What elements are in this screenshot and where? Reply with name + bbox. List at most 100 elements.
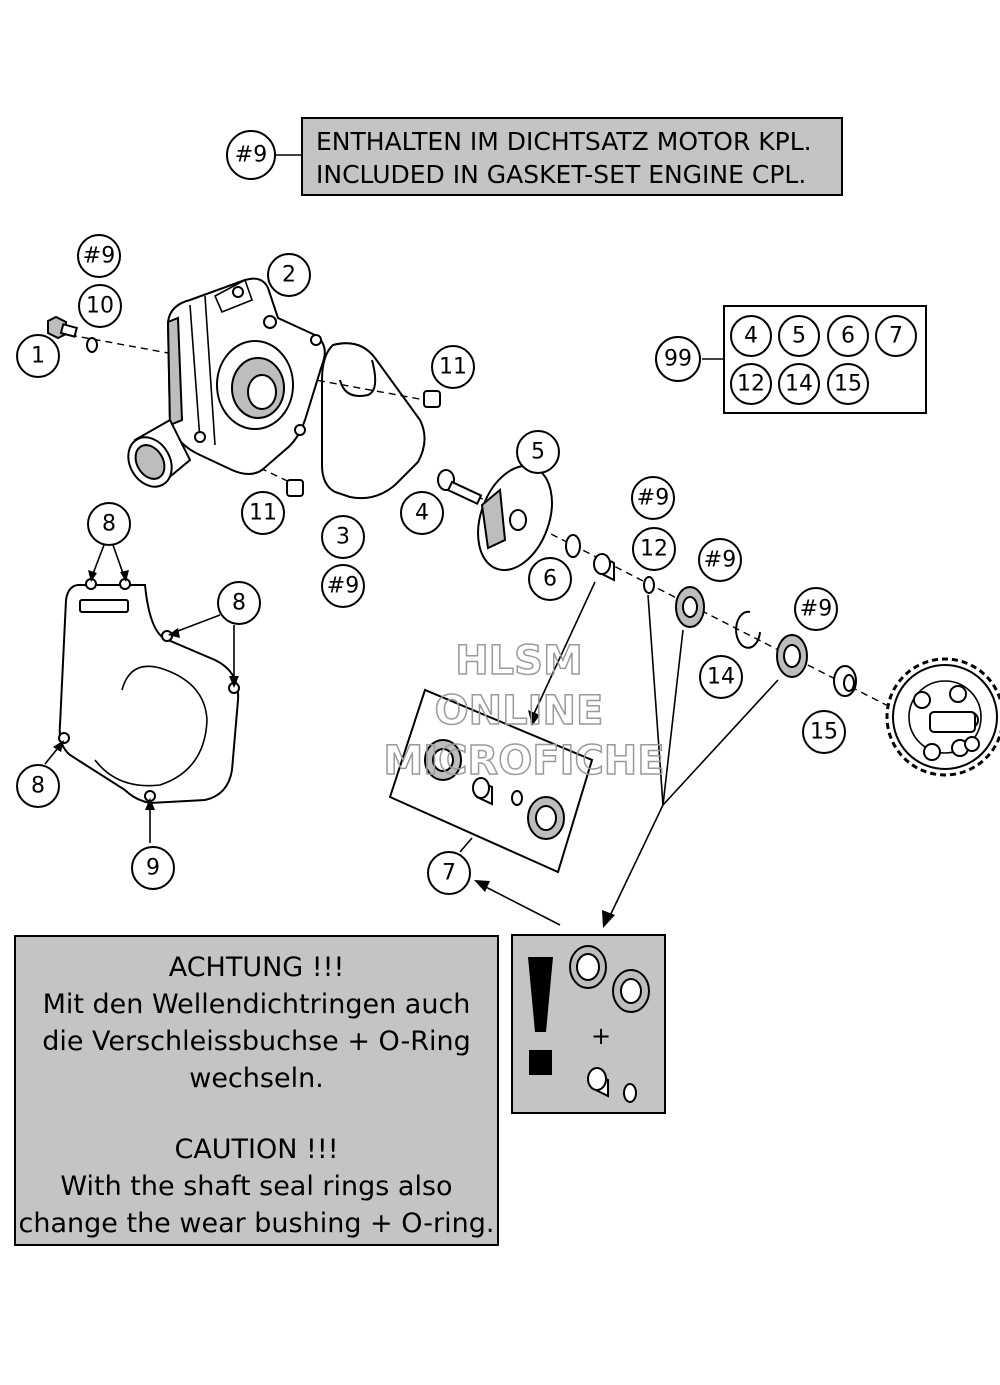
warning-line-de-3: wechseln.: [189, 1063, 324, 1094]
warning-title-de: ACHTUNG !!!: [168, 952, 345, 983]
svg-text:4: 4: [415, 501, 429, 526]
callout-4[interactable]: 4: [400, 491, 444, 535]
warning-line-en-1: With the shaft seal rings also: [60, 1171, 453, 1202]
exclamation-icon: [528, 957, 553, 1032]
svg-text:12: 12: [737, 372, 765, 397]
callout-kit-99[interactable]: 99: [655, 336, 701, 382]
svg-text:5: 5: [531, 440, 545, 465]
impeller-part-5: [477, 464, 553, 572]
callout-hash9-seal-left[interactable]: #9: [698, 538, 742, 582]
svg-text:7: 7: [889, 324, 903, 349]
callout-9[interactable]: 9: [131, 846, 175, 890]
callout-hash9-seal-right[interactable]: #9: [794, 587, 838, 631]
circlip-part-14: [735, 610, 761, 649]
gasket-note-en: INCLUDED IN GASKET-SET ENGINE CPL.: [316, 160, 806, 189]
svg-text:3: 3: [336, 525, 350, 550]
svg-text:14: 14: [785, 372, 813, 397]
gasket-set-note: ENTHALTEN IM DICHTSATZ MOTOR KPL. INCLUD…: [226, 117, 843, 196]
kit-item-12[interactable]: 12: [730, 363, 772, 405]
svg-text:14: 14: [707, 665, 735, 690]
callout-11-upper[interactable]: 11: [431, 345, 475, 389]
svg-text:12: 12: [640, 537, 668, 562]
callout-2[interactable]: 2: [267, 253, 311, 297]
svg-text:#9: #9: [637, 486, 669, 511]
warning-line-de-1: Mit den Wellendichtringen auch: [42, 989, 471, 1020]
svg-text:6: 6: [543, 567, 557, 592]
svg-text:15: 15: [810, 720, 838, 745]
callout-14[interactable]: 14: [699, 655, 743, 699]
svg-text:MICROFICHE: MICROFICHE: [383, 738, 664, 784]
callout-8-right[interactable]: 8: [217, 581, 261, 625]
warning-pictogram: +: [511, 934, 666, 1114]
svg-text:1: 1: [31, 344, 45, 369]
repair-kit-box: 99 4 5 6 7 12 14 15: [655, 305, 927, 414]
svg-text:#9: #9: [83, 244, 115, 269]
callout-gasket-ref[interactable]: #9: [226, 130, 276, 180]
callout-7[interactable]: 7: [427, 851, 471, 895]
svg-text:#9: #9: [235, 143, 267, 168]
dowel-part-11-lower: [286, 479, 304, 497]
kit-item-14[interactable]: 14: [778, 363, 820, 405]
washer-part-10: [86, 337, 98, 353]
svg-text:9: 9: [146, 856, 160, 881]
svg-text:8: 8: [31, 774, 45, 799]
water-pump-housing-part-2: [127, 277, 326, 488]
gasket-part-3: [321, 342, 426, 500]
svg-text:11: 11: [439, 355, 467, 380]
svg-text:7: 7: [442, 861, 456, 886]
callout-8-top[interactable]: 8: [87, 502, 131, 546]
bolt-part-1: [47, 315, 79, 340]
seal-kit-part-7: [388, 688, 594, 874]
callout-8-left[interactable]: 8: [16, 764, 60, 808]
plus-sign: +: [591, 1022, 611, 1050]
svg-text:15: 15: [834, 372, 862, 397]
kit-item-6[interactable]: 6: [827, 315, 869, 357]
leader-lines: [44, 544, 779, 928]
warning-line-en-2: change the wear bushing + O-ring.: [18, 1208, 495, 1239]
callout-15[interactable]: 15: [802, 710, 846, 754]
callout-6[interactable]: 6: [528, 557, 572, 601]
kit-item-4[interactable]: 4: [730, 315, 772, 357]
svg-text:#9: #9: [327, 574, 359, 599]
callout-5[interactable]: 5: [516, 430, 560, 474]
callout-hash9-oring[interactable]: #9: [631, 476, 675, 520]
svg-text:2: 2: [282, 263, 296, 288]
dowel-part-11-upper: [423, 390, 441, 408]
kit-item-5[interactable]: 5: [778, 315, 820, 357]
svg-text:11: 11: [249, 501, 277, 526]
callout-10[interactable]: 10: [78, 284, 122, 328]
warning-panel: ACHTUNG !!! Mit den Wellendichtringen au…: [14, 935, 499, 1246]
o-ring-part-12: [643, 576, 655, 594]
svg-text:6: 6: [841, 324, 855, 349]
svg-text:8: 8: [232, 591, 246, 616]
kit-item-7[interactable]: 7: [875, 315, 917, 357]
callout-3[interactable]: 3: [321, 515, 365, 559]
pump-shaft-gear: [885, 657, 1000, 777]
svg-text:5: 5: [792, 324, 806, 349]
svg-text:#9: #9: [800, 597, 832, 622]
callout-hash9-gasket[interactable]: #9: [321, 564, 365, 608]
callout-11-lower[interactable]: 11: [241, 491, 285, 535]
callout-1[interactable]: 1: [16, 334, 60, 378]
impeller-bolt-part-4: [437, 469, 483, 506]
kit-item-15[interactable]: 15: [827, 363, 869, 405]
svg-text:4: 4: [744, 324, 758, 349]
wear-bushing: [593, 553, 615, 582]
shaft-seal-left: [675, 586, 705, 628]
o-ring-part-6: [565, 534, 581, 558]
callout-12[interactable]: 12: [632, 527, 676, 571]
svg-text:HLSM: HLSM: [455, 638, 583, 684]
svg-text:8: 8: [102, 512, 116, 537]
warning-line-de-2: die Verschleissbuchse + O-Ring: [42, 1026, 471, 1057]
svg-text:10: 10: [86, 294, 114, 319]
cover-gasket-outline: [58, 578, 240, 805]
bearing-part-15: [833, 665, 857, 697]
shaft-seal-right: [776, 634, 808, 678]
gasket-note-de: ENTHALTEN IM DICHTSATZ MOTOR KPL.: [316, 127, 812, 156]
callout-hash9-bolt[interactable]: #9: [77, 234, 121, 278]
svg-text:99: 99: [664, 347, 692, 372]
watermark: HLSM ONLINE MICROFICHE: [383, 637, 666, 785]
warning-title-en: CAUTION !!!: [174, 1134, 339, 1165]
svg-text:ONLINE: ONLINE: [435, 688, 604, 734]
